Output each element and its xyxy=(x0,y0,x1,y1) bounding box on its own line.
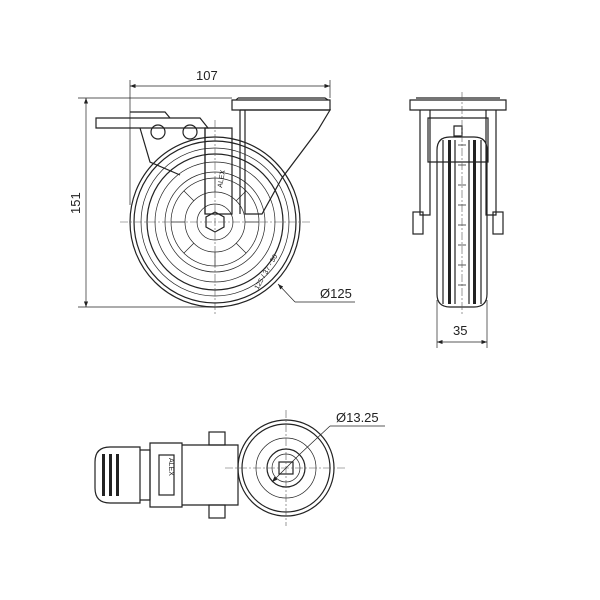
dimension-151-label: 151 xyxy=(68,192,83,214)
wheel-marking-text: 125 / 37 - 50 xyxy=(254,253,280,291)
dimension-wheel-width: 35 xyxy=(436,300,488,348)
dimension-height: 151 xyxy=(68,97,232,308)
dimension-35-label: 35 xyxy=(453,323,467,338)
bottom-logo: ALEX xyxy=(167,458,174,476)
side-view: ALEX 125 / 37 - 50 107 151 Ø125 xyxy=(68,68,355,316)
dimension-13-25-label: Ø13.25 xyxy=(336,410,379,425)
front-view: 35 xyxy=(409,92,507,348)
dimension-wheel-diameter: Ø125 xyxy=(277,283,355,303)
side-logo: ALEX xyxy=(217,169,227,188)
dimension-125-label: Ø125 xyxy=(320,286,352,301)
dimension-width-top: 107 xyxy=(129,68,331,205)
bottom-view: ALEX Ø13.25 xyxy=(94,410,385,526)
dimension-107-label: 107 xyxy=(196,68,218,83)
dimension-bolt-hole: Ø13.25 xyxy=(271,410,385,483)
